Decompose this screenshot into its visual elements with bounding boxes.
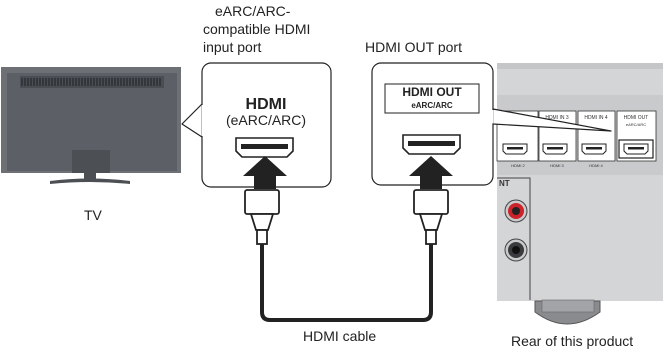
product-callout-subtitle: eARC/ARC [411,101,453,110]
product-insert-arrow [409,156,453,189]
tv-insert-arrow [243,156,287,189]
panel-port-label-2: HDMI IN 3 [545,115,569,121]
product-label: Rear of this product [511,333,634,349]
tv-port-label-1: eARC/ARC- [215,3,291,19]
tv-port-label-2: compatible HDMI [203,21,311,37]
tv-callout-title: HDMI [246,96,287,113]
tv-label: TV [84,207,102,223]
tv-hdmi-callout: HDMI (eARC/ARC) [181,62,332,188]
hdmi-cable [243,156,453,322]
tv-callout-subtitle: (eARC/ARC) [226,112,306,128]
panel-under-label-2: HDMI 3 [550,163,564,168]
panel-under-label-1: HDMI 2 [511,163,525,168]
tv-port-label-3: input port [203,39,262,55]
product-rear-illustration: HDMI IN 2 HDMI IN 3 HDMI IN 4 HDMI OUT e… [496,63,663,325]
panel-section-label: NT [499,179,510,188]
tv-illustration [1,67,181,184]
hdmi-cable-label: HDMI cable [303,328,377,344]
hdmi-out-port-label: HDMI OUT port [365,39,462,55]
panel-under-label-3: HDMI 4 [589,163,603,168]
panel-port-label-4: HDMI OUT [624,115,649,121]
panel-port-sublabel: eARC/ARC [626,122,646,127]
product-hdmi-callout: HDMI OUT eARC/ARC [371,62,494,186]
panel-port-label-3: HDMI IN 4 [584,115,608,121]
product-callout-title: HDMI OUT [402,85,462,99]
